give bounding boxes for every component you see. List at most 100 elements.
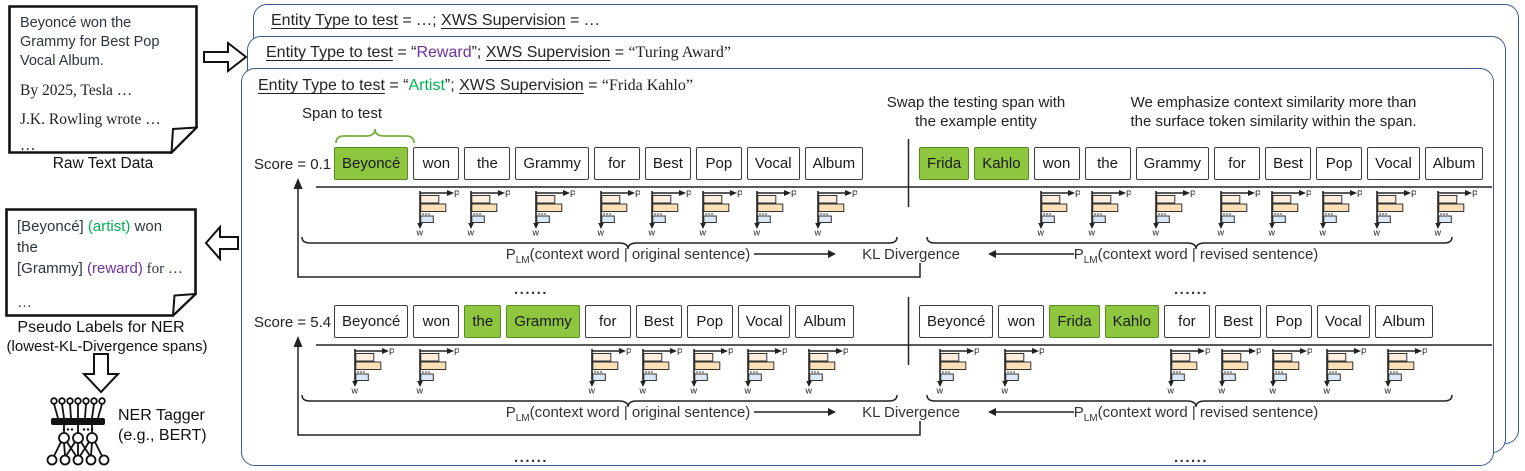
pseudo-labels-box: [Beyoncé] (artist) won the [Grammy] (rewa…: [5, 208, 197, 317]
text-segment: XWS Supervision: [459, 77, 584, 94]
svg-text:P: P: [505, 189, 510, 199]
text-segment: (reward): [87, 260, 143, 277]
plm-label-part: LM: [515, 413, 530, 424]
probability-distribution-icon: Pw: [1268, 189, 1313, 238]
token-highlighted: Frida: [1049, 305, 1100, 338]
arrow-right-icon: [203, 40, 248, 74]
text-segment: won the: [17, 218, 163, 256]
token: for: [584, 305, 631, 338]
text-segment: ”;: [471, 44, 486, 61]
svg-text:P: P: [635, 189, 640, 199]
probability-distribution-icon: Pw: [1323, 347, 1368, 396]
probability-distribution-icon: Pw: [1217, 189, 1262, 238]
probability-distribution-icon: Pw: [753, 189, 798, 238]
svg-text:w: w: [1323, 386, 1331, 395]
score-label: Score = 0.1: [254, 156, 332, 173]
text-segment: = “: [384, 77, 409, 94]
probability-distribution-icon: Pw: [1217, 347, 1262, 396]
svg-text:w: w: [416, 386, 424, 395]
plm-label-part: LM: [515, 255, 530, 266]
probability-distribution-icon: Pw: [1152, 189, 1197, 238]
token: for: [1163, 305, 1210, 338]
token-highlighted: Kahlo: [1104, 305, 1159, 338]
dogear-page-outline: [8, 5, 198, 154]
token: Pop: [686, 305, 733, 338]
token: the: [1084, 147, 1131, 180]
svg-text:P: P: [1472, 189, 1477, 199]
svg-text:P: P: [791, 189, 796, 199]
raw-text-caption: Raw Text Data: [52, 155, 154, 172]
text-segment: =: [565, 12, 584, 29]
pseudo-labels-caption: Pseudo Labels for NER: [17, 319, 185, 336]
text-segment: Entity Type to test: [258, 77, 385, 94]
svg-text:w: w: [813, 228, 821, 237]
svg-text:P: P: [1255, 189, 1260, 199]
svg-text:P: P: [843, 347, 848, 357]
text-segment: …: [17, 294, 32, 311]
svg-text:w: w: [596, 228, 604, 237]
raw-text-line3: J.K. Rowling wrote …: [20, 111, 161, 128]
svg-text:P: P: [389, 347, 394, 357]
plm-revised-label: PLM(context word | revised sentence): [1074, 246, 1319, 266]
token-highlighted: Grammy: [506, 305, 580, 338]
text-segment: (artist): [87, 218, 131, 235]
text-segment: …: [583, 12, 600, 29]
token: Vocal: [746, 147, 800, 180]
token: Best: [644, 147, 691, 180]
svg-text:P: P: [1307, 347, 1312, 357]
token: won: [413, 305, 460, 338]
ellipsis-dots: ......: [1173, 449, 1209, 466]
svg-text:P: P: [1075, 189, 1080, 199]
probability-distribution-icon: Pw: [1319, 189, 1364, 238]
text-segment: =: [397, 12, 417, 29]
token: Best: [1214, 305, 1261, 338]
emphasis-note-line2: the surface token similarity within the …: [1130, 113, 1417, 130]
svg-text:w: w: [1087, 228, 1095, 237]
token-highlighted: the: [464, 305, 502, 338]
text-segment: =: [583, 77, 602, 94]
token: Pop: [695, 147, 742, 180]
token: Album: [1424, 147, 1484, 180]
svg-text:w: w: [351, 386, 359, 395]
token: Pop: [1265, 305, 1312, 338]
text-segment: =: [610, 44, 629, 61]
raw-text-content: Beyoncé won the Grammy for Best Pop Voca…: [20, 14, 184, 155]
svg-text:P: P: [1039, 347, 1044, 357]
probability-distribution-icon: Pw: [1001, 347, 1046, 396]
text-segment: for …: [142, 261, 183, 277]
svg-text:P: P: [570, 189, 575, 199]
token-highlighted: Kahlo: [974, 147, 1029, 180]
kl-divergence-label: KL Divergence: [862, 246, 960, 263]
token: Album: [795, 305, 854, 338]
token: won: [413, 147, 460, 180]
text-segment: [Grammy]: [17, 260, 87, 277]
span-to-test-label: Span to test: [302, 105, 383, 122]
ner-tagger-label-line1: NER Tagger: [118, 407, 205, 424]
probability-distribution-icon: Pw: [1373, 189, 1418, 238]
plm-label-part: P: [1073, 246, 1084, 263]
svg-text:w: w: [587, 386, 595, 395]
emphasis-note: We emphasize context similarity more tha…: [1101, 93, 1446, 131]
text-segment: [Beyoncé]: [17, 218, 88, 235]
svg-text:w: w: [1434, 228, 1442, 237]
pseudo-label-line: [Beyoncé] (artist) won the: [17, 216, 183, 258]
probability-distribution-icon: Pw: [813, 189, 858, 238]
ner-tagger-label: NER Tagger (e.g., BERT): [118, 406, 207, 446]
svg-text:P: P: [737, 189, 742, 199]
svg-text:w: w: [804, 386, 812, 395]
text-segment: Entity Type to test: [271, 12, 398, 29]
svg-text:w: w: [689, 386, 697, 395]
probability-distribution-icon: Pw: [647, 189, 692, 238]
text-segment: “Turing Award”: [628, 44, 731, 61]
plm-label-part: (context word | revised sentence): [1097, 404, 1319, 421]
svg-text:w: w: [416, 228, 424, 237]
